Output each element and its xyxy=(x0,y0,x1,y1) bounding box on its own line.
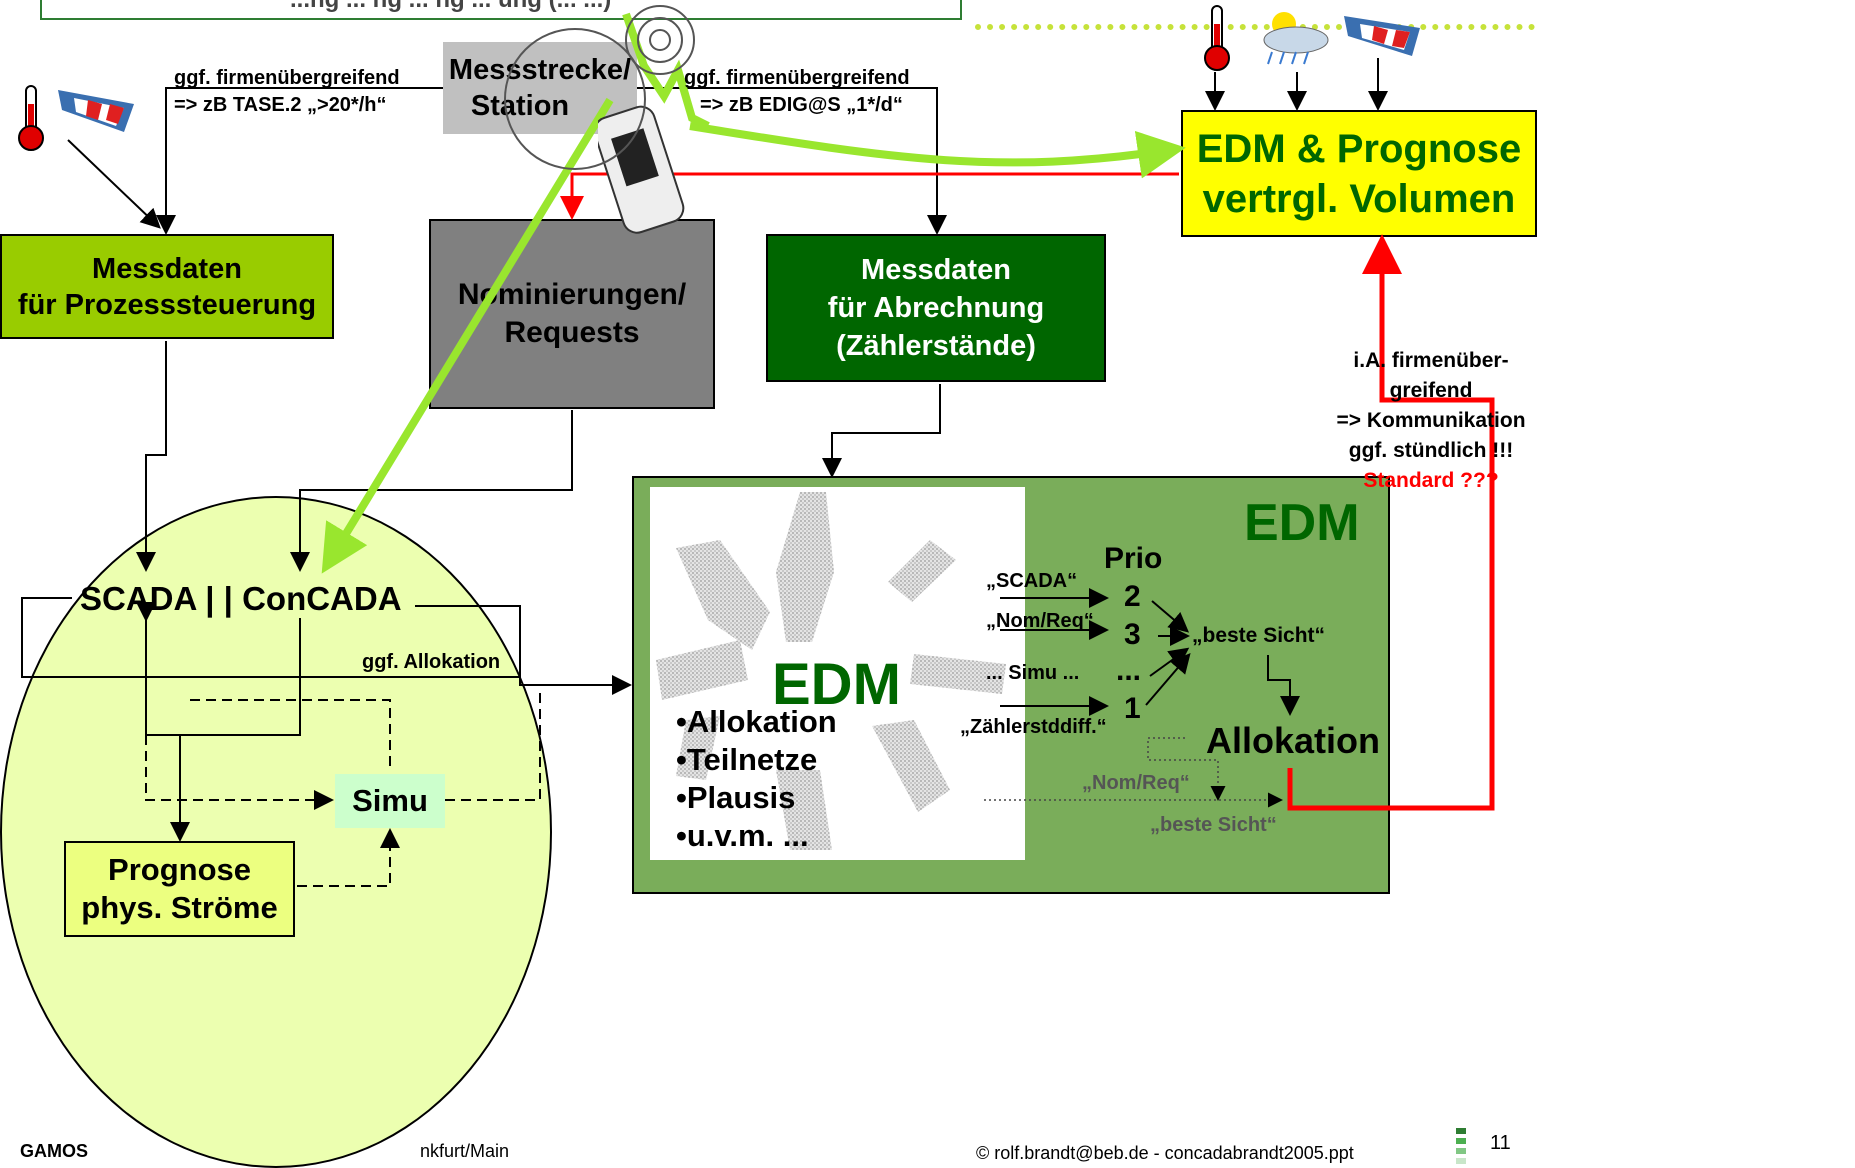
edm-panel-title: EDM xyxy=(1244,494,1360,552)
comm-line1: i.A. firmenüber- xyxy=(1353,349,1509,372)
prio-value-simu: ... xyxy=(1116,654,1142,687)
thermometer-icon xyxy=(18,85,44,151)
comm-line3: => Kommunikation xyxy=(1336,409,1526,432)
billing-line3: (Zählerstände) xyxy=(836,330,1036,362)
top-title-box xyxy=(40,0,962,20)
edm-inner-title: EDM xyxy=(772,652,901,717)
simu-label: Simu xyxy=(352,783,428,818)
process-data-box: Messdaten für Prozesssteuerung xyxy=(0,234,334,339)
prio-value-nomreq: 3 xyxy=(1124,618,1141,651)
nomreq-secondary-label: „Nom/Req“ xyxy=(1082,772,1190,794)
edm-bullet-1: •Allokation xyxy=(676,704,837,739)
allocation-result-label: Allokation xyxy=(1206,720,1381,761)
allocation-edge-label: ggf. Allokation xyxy=(362,651,501,673)
slide-logo-icon xyxy=(1456,1128,1466,1164)
input-label-scada: „SCADA“ xyxy=(986,570,1078,592)
scada-ellipse xyxy=(0,496,552,1168)
nominations-line2: Requests xyxy=(504,316,640,349)
footer-left-suffix: nkfurt/Main xyxy=(420,1141,510,1161)
billing-data-box: Messdaten für Abrechnung (Zählerstände) xyxy=(766,234,1106,382)
right-edge-label-1: ggf. firmenübergreifend xyxy=(684,67,910,89)
prognose-line1: Prognose xyxy=(108,852,251,887)
communication-note: i.A. firmenüber- greifend => Kommunikati… xyxy=(1320,346,1542,496)
comm-line2: greifend xyxy=(1389,379,1473,402)
edm-prognose-line2: vertrgl. Volumen xyxy=(1202,176,1516,221)
input-label-nomreq: „Nom/Req“ xyxy=(986,610,1094,632)
prio-value-zaehler: 1 xyxy=(1124,692,1141,725)
top-title-text: ...ng ... ng ... ng ... ung (... ...) xyxy=(290,0,611,14)
page-number: 11 xyxy=(1490,1132,1511,1154)
billing-line2: für Abrechnung xyxy=(827,292,1045,324)
prognose-box: Prognose phys. Ströme xyxy=(64,841,295,937)
weather-cloud-icon xyxy=(1263,12,1329,65)
edm-prognose-box: EDM & Prognose vertrgl. Volumen xyxy=(1181,110,1537,237)
prio-value-scada: 2 xyxy=(1124,580,1141,613)
thermometer-icon-right xyxy=(1204,5,1230,71)
station-globe-icon xyxy=(504,28,646,170)
edm-bullet-4: •u.v.m. ... xyxy=(676,818,809,853)
billing-line1: Messdaten xyxy=(861,254,1011,286)
scada-label: SCADA | | ConCADA xyxy=(80,580,402,617)
comm-line4: ggf. stündlich !!! xyxy=(1348,439,1514,462)
best-view-label: „beste Sicht“ xyxy=(1192,624,1326,647)
footer-copyright: © rolf.brandt@beb.de - concadabrandt2005… xyxy=(976,1143,1354,1163)
windsock-icon xyxy=(58,90,134,132)
process-data-line1: Messdaten xyxy=(92,252,242,285)
comm-line5: Standard ??? xyxy=(1363,469,1499,492)
prognose-line2: phys. Ströme xyxy=(81,890,278,925)
edm-prognose-line1: EDM & Prognose xyxy=(1196,126,1522,171)
footer-left: GAMOS xyxy=(20,1141,89,1161)
best-view-secondary-label: „beste Sicht“ xyxy=(1150,814,1277,836)
left-edge-label-2: => zB TASE.2 „>20*/h“ xyxy=(174,94,387,116)
nominations-box: Nominierungen/ Requests xyxy=(429,219,715,409)
left-edge-label-1: ggf. firmenübergreifend xyxy=(174,67,400,89)
prio-label: Prio xyxy=(1104,542,1163,575)
input-label-zaehler: „Zählerstddiff.“ xyxy=(960,716,1107,738)
windsock-icon-right xyxy=(1344,16,1420,56)
simu-box: Simu xyxy=(335,774,445,828)
weather-dotted-line xyxy=(975,24,1535,30)
process-data-line2: für Prozesssteuerung xyxy=(17,288,317,321)
edm-bullet-3: •Plausis xyxy=(676,780,796,815)
right-edge-label-2: => zB EDIG@S „1*/d“ xyxy=(700,94,903,116)
input-label-simu: ... Simu ... xyxy=(986,662,1080,684)
edm-bullet-2: •Teilnetze xyxy=(676,742,818,777)
